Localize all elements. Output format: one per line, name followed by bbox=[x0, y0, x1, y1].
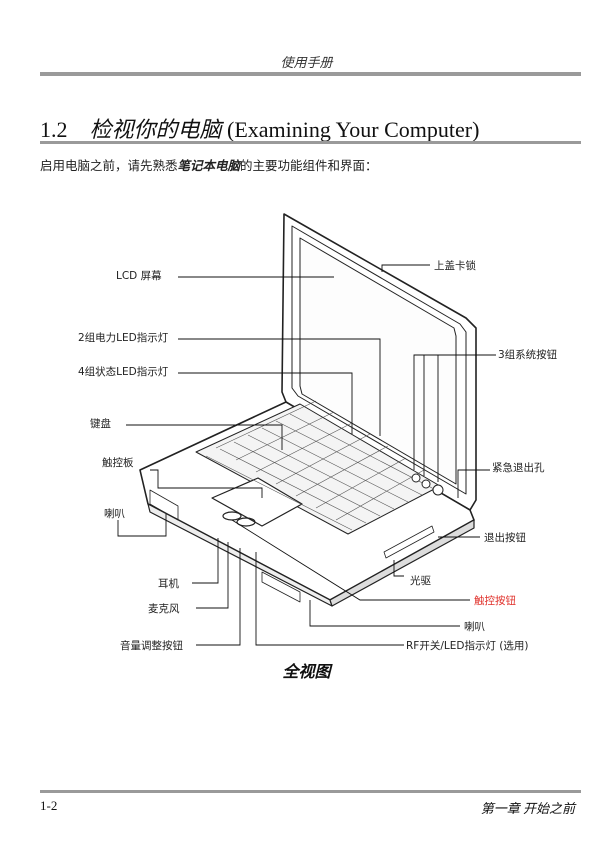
leader-touch-buttons bbox=[231, 519, 470, 601]
leader-status-led bbox=[178, 372, 353, 434]
leader-power-led bbox=[178, 338, 381, 436]
leader-speaker-left bbox=[117, 514, 167, 537]
header-rule bbox=[40, 72, 581, 76]
leader-speaker-right bbox=[309, 600, 460, 627]
leader-touchpad bbox=[150, 469, 263, 498]
leader-system-buttons bbox=[413, 354, 496, 470]
label-touchpad: 触控板 bbox=[102, 457, 134, 469]
section-title-en: (Examining Your Computer) bbox=[227, 117, 480, 142]
leader-cover-lock bbox=[381, 264, 430, 272]
label-system-buttons: 3组系统按钮 bbox=[498, 349, 558, 361]
chapter-title: 第一章 开始之前 bbox=[480, 801, 575, 816]
label-rf-switch: RF开关/LED指示灯 (选用) bbox=[406, 640, 529, 652]
system-button-3 bbox=[432, 484, 444, 496]
label-microphone: 麦克风 bbox=[148, 603, 180, 615]
figure-caption: 全视图 bbox=[282, 662, 331, 681]
page-number: 1-2 bbox=[40, 798, 58, 813]
label-lcd: LCD 屏幕 bbox=[116, 270, 162, 282]
label-headphone: 耳机 bbox=[158, 578, 179, 590]
right-speaker-grill bbox=[261, 571, 301, 603]
lcd-screen bbox=[299, 237, 457, 485]
left-speaker-grill bbox=[149, 489, 179, 521]
footer-rule bbox=[40, 790, 581, 793]
lid-inner-frame bbox=[291, 225, 467, 495]
intro-emphasis: 笔记本电脑 bbox=[177, 158, 241, 173]
optical-drive-slot bbox=[383, 525, 435, 559]
touchpad-shape bbox=[211, 477, 303, 527]
leader-volume-buttons bbox=[196, 548, 241, 646]
running-header: 使用手册 bbox=[280, 55, 333, 70]
system-button-1 bbox=[411, 473, 421, 483]
base-right-side bbox=[329, 519, 475, 607]
label-optical-drive: 光驱 bbox=[410, 575, 431, 587]
leader-optical-drive bbox=[393, 560, 404, 577]
leader-keyboard bbox=[126, 424, 283, 450]
section-rule bbox=[40, 141, 581, 144]
label-cover-lock: 上盖卡锁 bbox=[434, 260, 476, 272]
leader-rf-switch bbox=[255, 552, 404, 646]
label-volume-buttons: 音量调整按钮 bbox=[120, 640, 183, 652]
label-emergency-eject: 紧急退出孔 bbox=[492, 462, 545, 474]
label-status-led: 4组状态LED指示灯 bbox=[78, 366, 169, 378]
system-button-2 bbox=[421, 479, 431, 489]
intro-paragraph: 启用电脑之前，请先熟悉笔记本电脑的主要功能组件和界面： bbox=[40, 155, 378, 174]
label-speaker-right: 喇叭 bbox=[464, 621, 485, 633]
label-keyboard: 键盘 bbox=[90, 418, 111, 430]
touch-button-right bbox=[236, 517, 256, 527]
leader-emergency-eject bbox=[457, 469, 490, 498]
label-speaker-left: 喇叭 bbox=[104, 508, 125, 520]
section-title: 1.2 检视你的电脑 (Examining Your Computer) bbox=[40, 112, 479, 144]
label-eject-button: 退出按钮 bbox=[484, 532, 526, 544]
leader-microphone bbox=[196, 542, 229, 609]
label-touch-buttons: 触控按钮 bbox=[474, 595, 516, 607]
section-title-cn: 检视你的电脑 bbox=[89, 117, 222, 142]
intro-before: 启用电脑之前，请先熟悉 bbox=[40, 158, 178, 173]
label-power-led: 2组电力LED指示灯 bbox=[78, 332, 169, 344]
intro-after: 的主要功能组件和界面： bbox=[240, 158, 378, 173]
leader-headphone bbox=[192, 538, 219, 584]
section-number: 1.2 bbox=[40, 117, 68, 142]
